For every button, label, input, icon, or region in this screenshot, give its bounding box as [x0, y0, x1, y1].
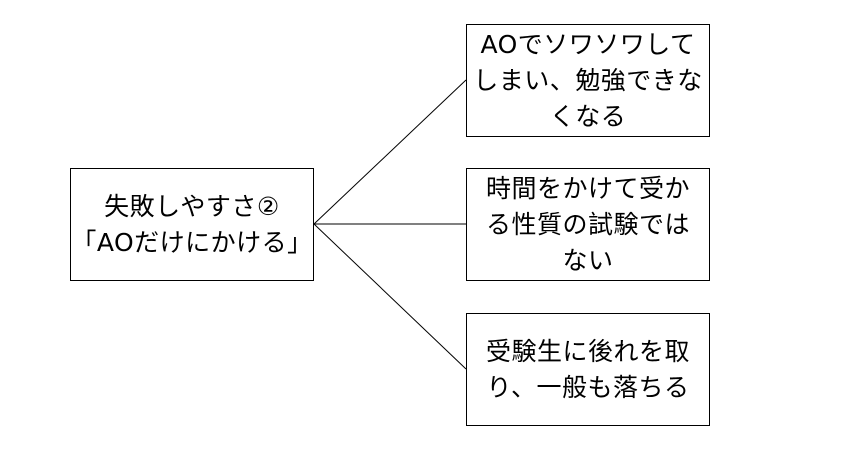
child-node-1-line-3: くなる: [549, 101, 627, 131]
root-node-line-2: 「AOだけにかける」: [71, 227, 313, 257]
connector-line-3: [313, 223, 467, 370]
root-node-line-1: 失敗しやすさ②: [104, 191, 280, 221]
child-node-2-line-2: る性質の試験では: [485, 209, 690, 239]
child-node-3-line-2: り、一般も落ちる: [486, 372, 690, 402]
child-node-3-text: 受験生に後れを取 り、一般も落ちる: [486, 334, 690, 406]
connector-line-1: [313, 79, 467, 225]
child-node-1-text: AOでソワソワして しまい、勉強できな くなる: [473, 27, 703, 135]
child-node-1: AOでソワソワして しまい、勉強できな くなる: [466, 24, 710, 137]
child-node-2: 時間をかけて受か る性質の試験では ない: [466, 168, 710, 281]
root-node: 失敗しやすさ② 「AOだけにかける」: [70, 168, 314, 281]
child-node-1-line-1: AOでソワソワして: [480, 29, 696, 59]
child-node-2-line-1: 時間をかけて受か: [485, 173, 690, 203]
child-node-3: 受験生に後れを取 り、一般も落ちる: [466, 313, 710, 426]
child-node-1-line-2: しまい、勉強できな: [473, 65, 703, 95]
child-node-2-line-3: ない: [562, 245, 614, 275]
root-node-text: 失敗しやすさ② 「AOだけにかける」: [71, 189, 312, 261]
child-node-2-text: 時間をかけて受か る性質の試験では ない: [486, 171, 690, 279]
child-node-3-line-1: 受験生に後れを取: [485, 336, 690, 366]
